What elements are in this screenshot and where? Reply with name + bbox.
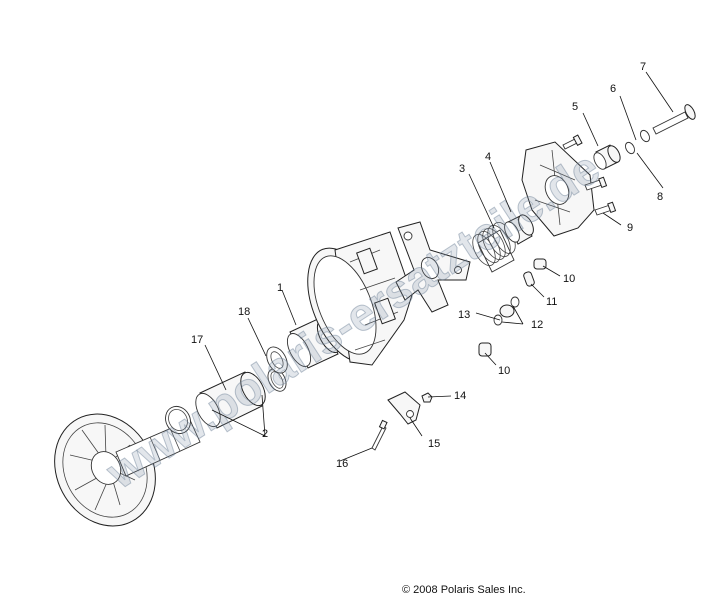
washers [625, 129, 650, 155]
o-ring-2-left [165, 405, 191, 435]
callout-9: 9 [627, 222, 633, 234]
callout-4: 4 [485, 151, 491, 163]
callout-8: 8 [657, 191, 663, 203]
spacer-18 [266, 346, 288, 374]
callout-14: 14 [454, 390, 466, 402]
callout-18: 18 [238, 306, 250, 318]
cover-plate [521, 141, 595, 237]
moveable-sheave [307, 231, 413, 366]
callout-3: 3 [459, 163, 465, 175]
roller-10-bottom [478, 342, 492, 357]
callout-12: 12 [531, 319, 543, 331]
bushing-5 [593, 144, 621, 170]
spider [395, 221, 471, 313]
callout-11: 11 [546, 296, 557, 308]
spring-3 [472, 222, 516, 273]
weight-15 [387, 391, 421, 425]
fixed-sheave [54, 413, 201, 527]
copyright-notice: © 2008 Polaris Sales Inc. [402, 584, 526, 596]
bushing-4 [504, 214, 534, 245]
roller-10-top [533, 258, 547, 270]
callout-15: 15 [428, 438, 440, 450]
callout-17: 17 [191, 334, 203, 346]
o-ring-2-right [267, 368, 287, 392]
leader-lines [204, 71, 674, 462]
callout-7: 7 [640, 61, 646, 73]
washers-12 [493, 296, 520, 326]
callout-2: 2 [262, 428, 268, 440]
bushing-17 [195, 371, 266, 429]
pin-16 [371, 419, 388, 451]
nut-14 [421, 392, 433, 403]
callouts: 1 2 3 4 5 6 7 8 9 10 10 11 12 13 14 15 1… [191, 61, 663, 470]
callout-6: 6 [610, 83, 616, 95]
callout-1: 1 [277, 282, 283, 294]
callout-10a: 10 [563, 273, 575, 285]
callout-16: 16 [336, 458, 348, 470]
callout-10b: 10 [498, 365, 510, 377]
callout-13: 13 [458, 309, 470, 321]
pin-11 [523, 271, 535, 287]
callout-5: 5 [572, 101, 578, 113]
bolts-9 [562, 134, 617, 216]
bolt-7 [652, 104, 696, 135]
